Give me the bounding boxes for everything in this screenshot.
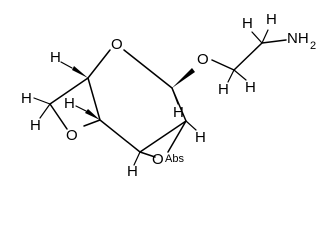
ring-bonds [49, 49, 187, 158]
atom-ether-oxygen: O [197, 51, 209, 68]
hydrogen-ch2a-2: H [245, 79, 256, 96]
wedge-c1-h [72, 66, 88, 78]
wedge-c5-h [85, 109, 100, 120]
h-bond-ch2b-2 [261, 29, 269, 44]
h-bond-ch2-b [39, 103, 51, 119]
molecule-structure: O O O O NH 2 Abs H H H H H H H H H H H [21, 11, 316, 176]
hydrogen-labels: H H H H H H H H H H H [21, 11, 277, 176]
atom-labels: O O O O NH 2 Abs [66, 30, 316, 168]
h-bond-ch2a-2 [233, 69, 247, 81]
hydrogen-ch2-b: H [30, 117, 41, 134]
h-bond-c6 [133, 151, 141, 166]
atom-ring-oxygen: O [66, 127, 78, 144]
hydrogen-c5: H [64, 95, 75, 112]
bond-c3-c6 [139, 120, 187, 153]
atom-epoxide-oxygen: O [152, 151, 164, 168]
bond-c1-ch2 [49, 77, 89, 105]
stereo-flag-abs: Abs [165, 153, 184, 165]
hydrogen-bonds [33, 29, 269, 166]
h-bond-c4 [171, 87, 179, 105]
h-bond-ch2a-1 [227, 69, 235, 83]
h-bond-c1 [60, 61, 73, 69]
hydrogen-c4: H [173, 104, 184, 121]
hydrogen-ch2a-1: H [218, 81, 229, 98]
wedge-c4-ether-o [172, 68, 195, 88]
h-bond-ch2b-1 [251, 31, 263, 44]
bond-c3-epoxide-o [167, 120, 187, 153]
bond-bridge-o-left [87, 49, 111, 79]
bond-c5-c6 [99, 119, 141, 153]
bond-bridge-o-right [123, 49, 173, 89]
atom-bridge-oxygen: O [111, 36, 123, 53]
hydrogen-ch2b-1: H [242, 15, 253, 32]
molecule-canvas: O O O O NH 2 Abs H H H H H H H H H H H [21, 11, 317, 176]
bond-ch2a-ch2b [233, 42, 263, 71]
hydrogen-c6: H [127, 163, 138, 176]
hydrogen-ch2-a: H [21, 90, 32, 107]
h-bond-c5 [75, 105, 87, 112]
bond-c6-epoxide-o [139, 151, 156, 158]
hydrogen-ch2b-2: H [266, 11, 277, 28]
h-bond-ch2-a [33, 97, 51, 105]
atom-amine: NH [287, 30, 309, 47]
hydrogen-c1: H [50, 49, 61, 66]
stereo-wedges [72, 66, 195, 120]
atom-amine-h-count: 2 [310, 40, 316, 52]
bond-ch2-ring-o [49, 103, 68, 130]
side-chain-bonds [211, 39, 287, 71]
bond-ether-o-ch2a [211, 59, 235, 71]
hydrogen-c3: H [195, 129, 206, 146]
h-bond-c3 [185, 120, 197, 131]
bond-ring-o-c5 [83, 119, 101, 127]
bond-ch2b-n [261, 39, 287, 44]
bond-c1-c5 [87, 77, 101, 121]
